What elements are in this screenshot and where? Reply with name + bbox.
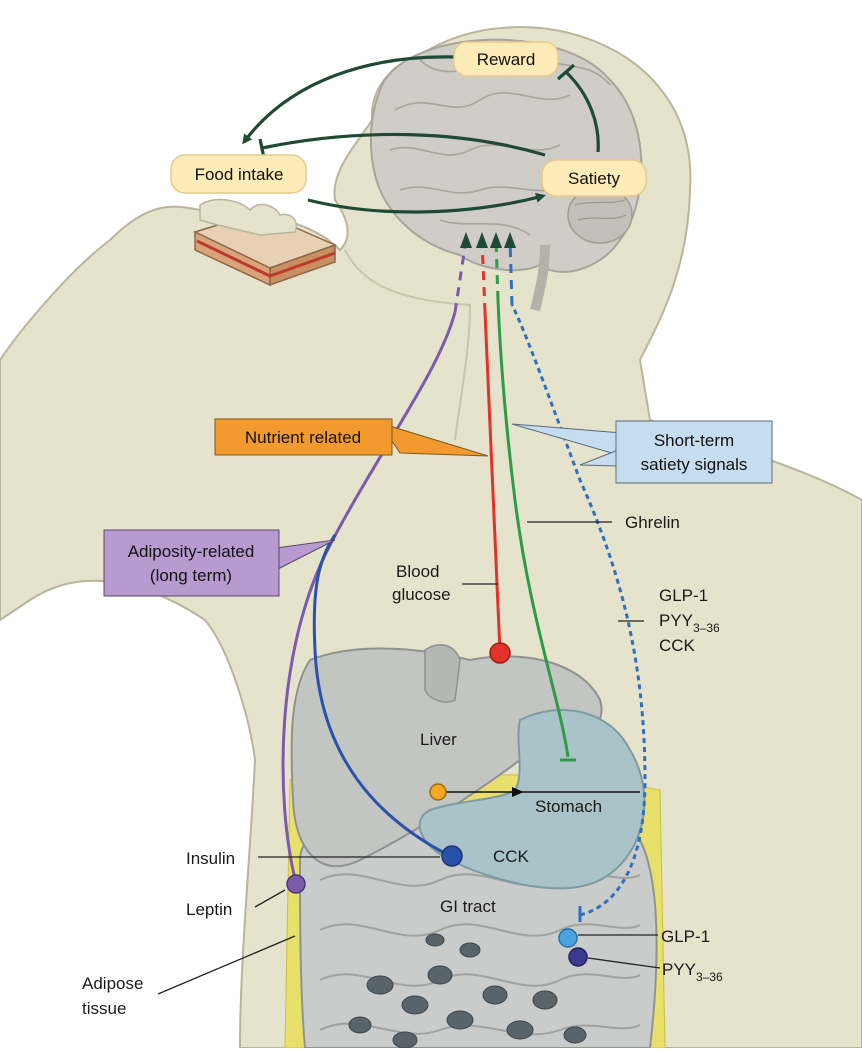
blood-glucose-label-line2: glucose xyxy=(392,585,451,604)
cck-organ-label: CCK xyxy=(493,847,530,866)
short-term-label-line1: Short-term xyxy=(654,431,734,450)
short-term-label-line2: satiety signals xyxy=(641,455,748,474)
insulin-dot xyxy=(442,846,462,866)
pyy-top-main: PYY xyxy=(659,611,693,630)
adipose-label-line1: Adipose xyxy=(82,974,143,993)
pyy-top-subscript: 3–36 xyxy=(693,621,720,635)
blood-glucose-dot xyxy=(490,643,510,663)
satiety-box: Satiety xyxy=(542,160,646,196)
leptin-dot xyxy=(287,875,305,893)
pyy-bottom-subscript: 3–36 xyxy=(696,970,723,984)
adipose-label-line2: tissue xyxy=(82,999,126,1018)
glp1-bottom-label: GLP-1 xyxy=(661,927,710,946)
food-intake-box: Food intake xyxy=(171,155,306,193)
cck-dot xyxy=(430,784,446,800)
liver-label: Liver xyxy=(420,730,457,749)
glp1-top-label: GLP-1 xyxy=(659,586,708,605)
adiposity-label-line1: Adiposity-related xyxy=(128,542,255,561)
pyy-dot xyxy=(569,948,587,966)
nutrient-related-label: Nutrient related xyxy=(245,428,361,447)
pyy-bottom-main: PYY xyxy=(662,960,696,979)
gi-tract-label: GI tract xyxy=(440,897,496,916)
glp1-dot xyxy=(559,929,577,947)
leptin-label: Leptin xyxy=(186,900,232,919)
gallbladder xyxy=(425,645,460,702)
satiety-label: Satiety xyxy=(568,169,620,188)
adiposity-label-line2: (long term) xyxy=(150,566,232,585)
food-intake-label: Food intake xyxy=(195,165,284,184)
insulin-label: Insulin xyxy=(186,849,235,868)
ghrelin-label: Ghrelin xyxy=(625,513,680,532)
cck-top-label: CCK xyxy=(659,636,696,655)
reward-label: Reward xyxy=(477,50,536,69)
reward-box: Reward xyxy=(454,42,558,76)
blood-glucose-label-line1: Blood xyxy=(396,562,439,581)
stomach-label: Stomach xyxy=(535,797,602,816)
